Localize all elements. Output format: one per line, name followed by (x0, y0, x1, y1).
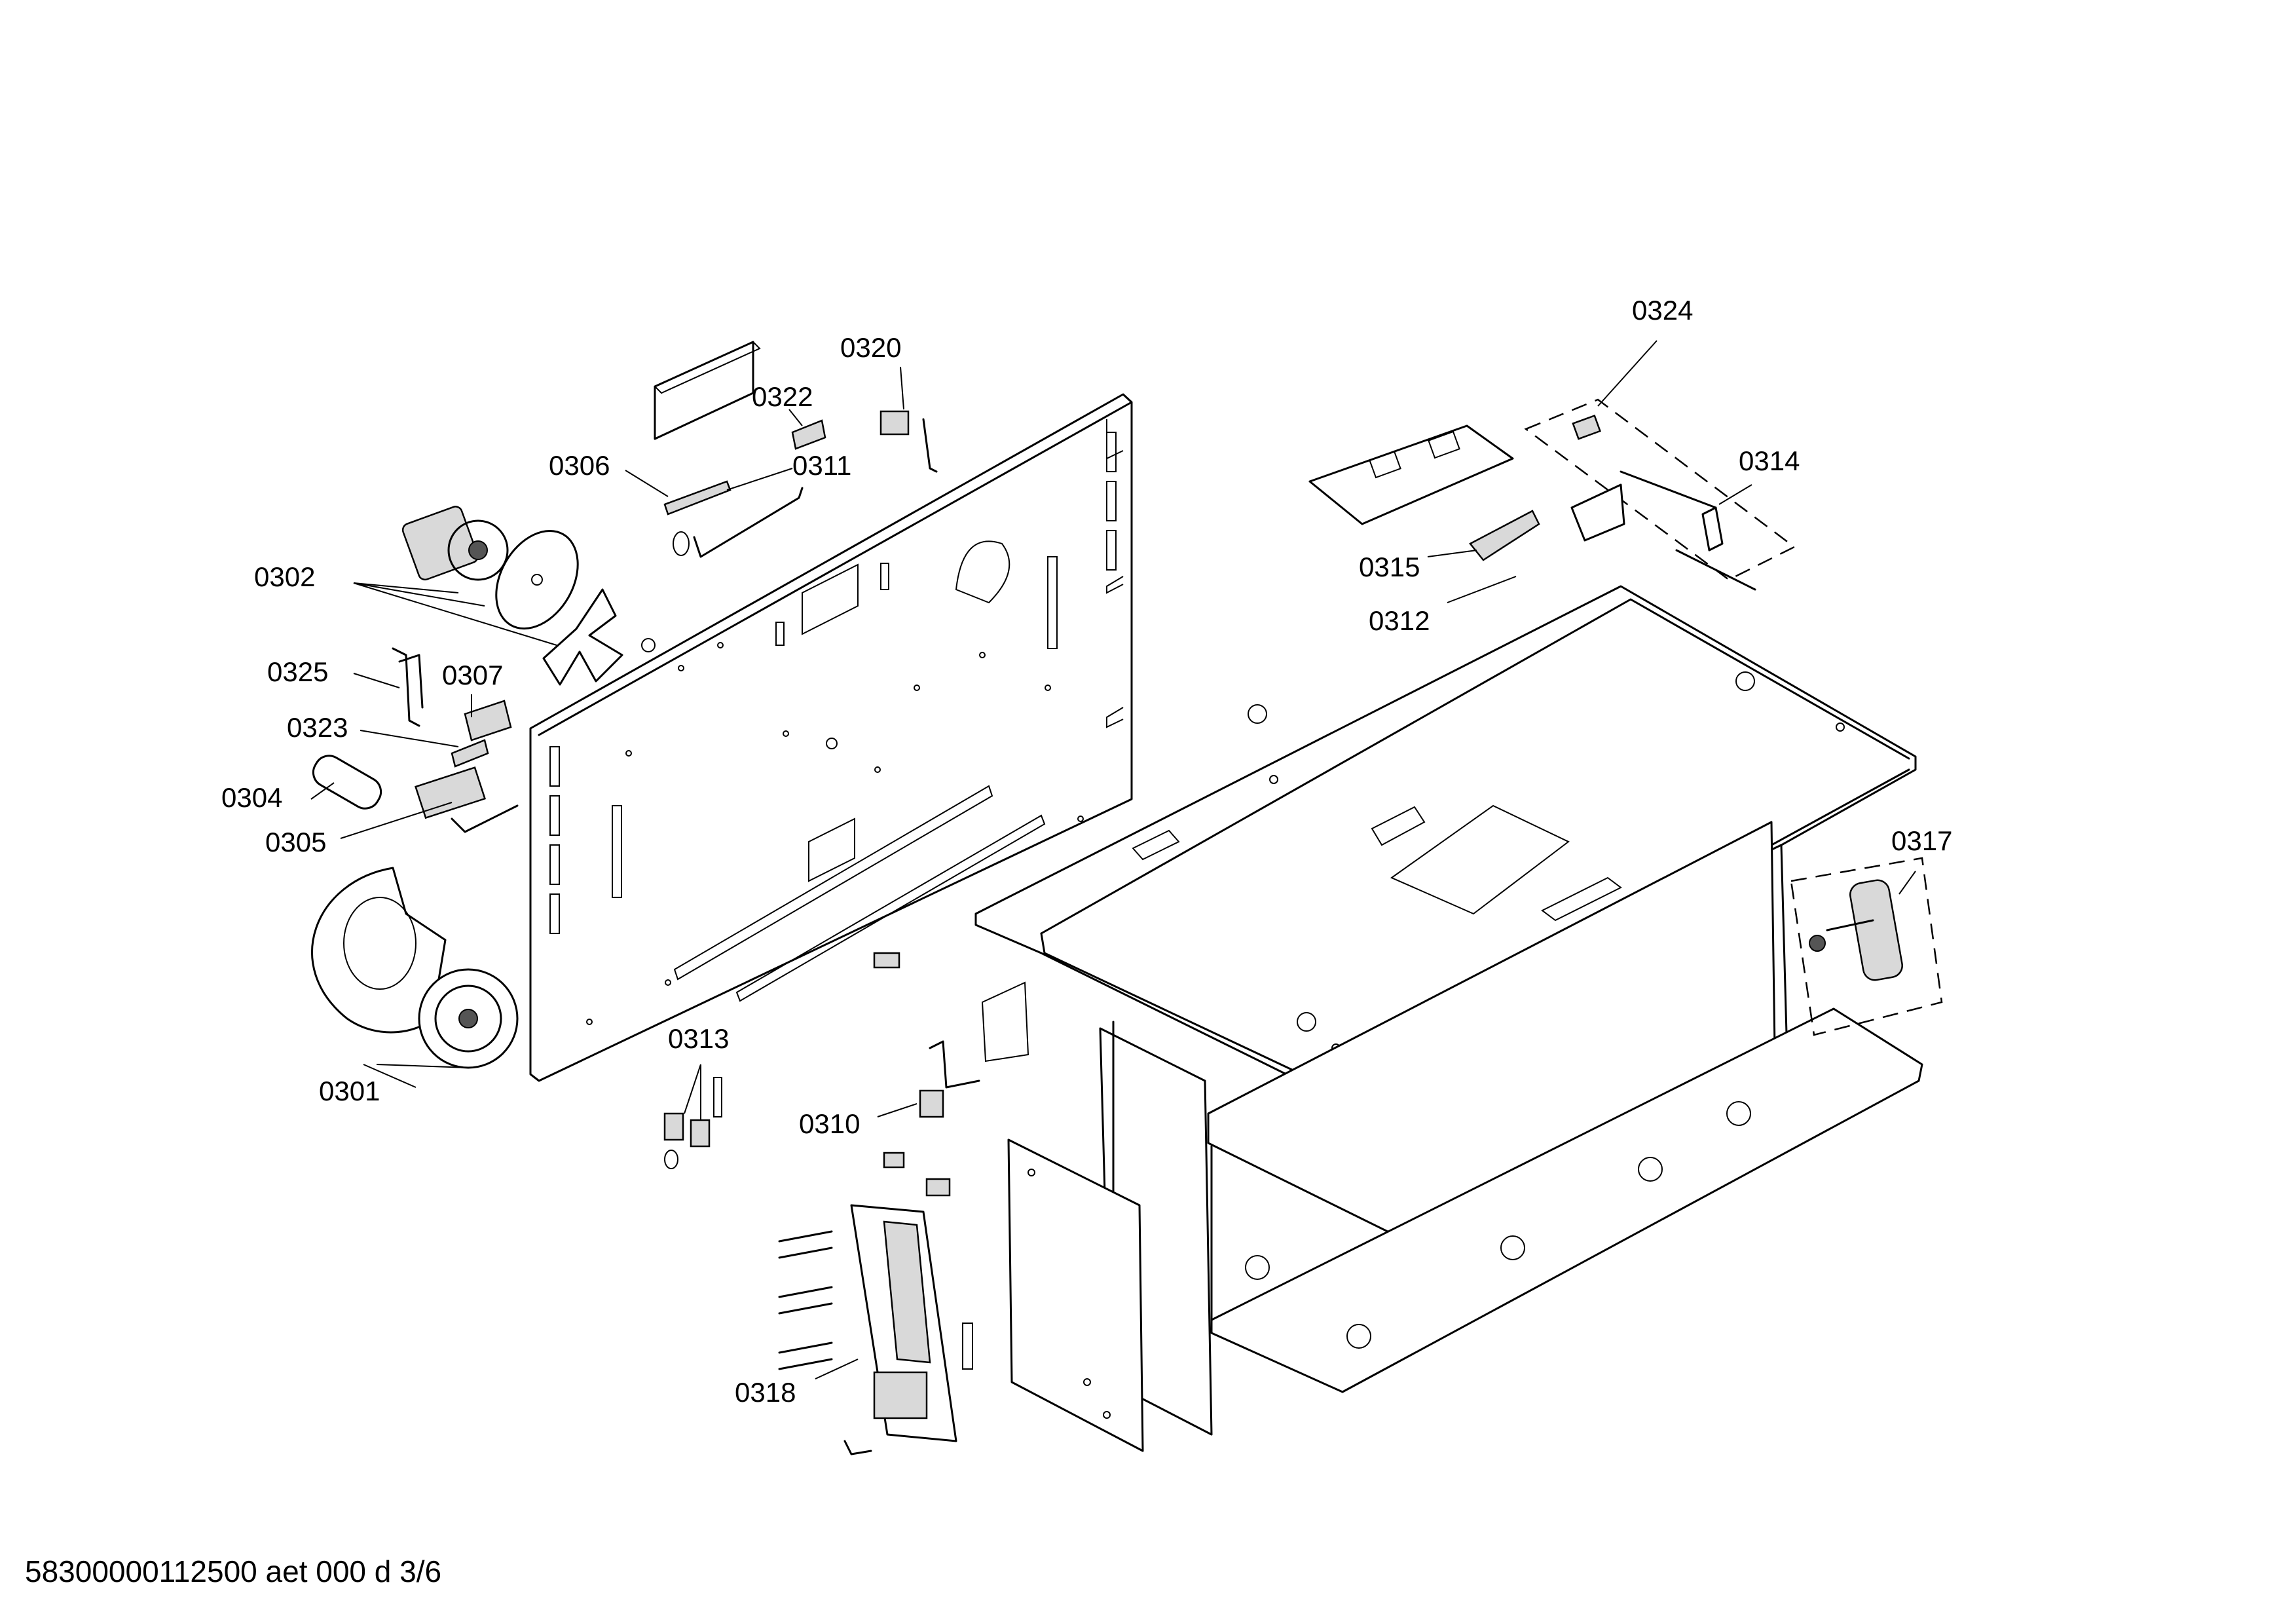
label-0302: 0302 (254, 561, 315, 592)
callout-labels: 0301 0302 0304 0305 0306 0307 0310 0311 … (221, 295, 1952, 1408)
label-0310: 0310 (799, 1108, 860, 1139)
label-0325: 0325 (267, 656, 328, 687)
electronics-cover-plate (1007, 1138, 1144, 1452)
label-0307: 0307 (442, 660, 503, 690)
label-0313: 0313 (668, 1023, 729, 1054)
label-0312: 0312 (1369, 605, 1430, 636)
drawing-code: 58300000112500 aet 000 d 3/6 (25, 1554, 442, 1588)
label-0323: 0323 (287, 712, 348, 743)
part-0302-fan-motor (401, 506, 656, 686)
rear-panel (529, 393, 1133, 1082)
leader-lines (310, 340, 1916, 1379)
label-0304: 0304 (221, 782, 282, 813)
label-0318: 0318 (735, 1377, 796, 1408)
label-0322: 0322 (752, 381, 813, 412)
label-0324: 0324 (1632, 295, 1693, 326)
part-0318-control-board (778, 1152, 973, 1455)
label-0301: 0301 (319, 1076, 380, 1106)
small-parts (312, 341, 1943, 1169)
label-0311: 0311 (792, 450, 851, 481)
label-0305: 0305 (265, 827, 326, 857)
label-0315: 0315 (1359, 552, 1420, 582)
label-0306: 0306 (549, 450, 610, 481)
base-frame (974, 585, 1923, 1436)
part-0301-blower (311, 867, 519, 1069)
label-0317: 0317 (1891, 825, 1952, 856)
label-0320: 0320 (840, 332, 901, 363)
label-0314: 0314 (1739, 445, 1800, 476)
